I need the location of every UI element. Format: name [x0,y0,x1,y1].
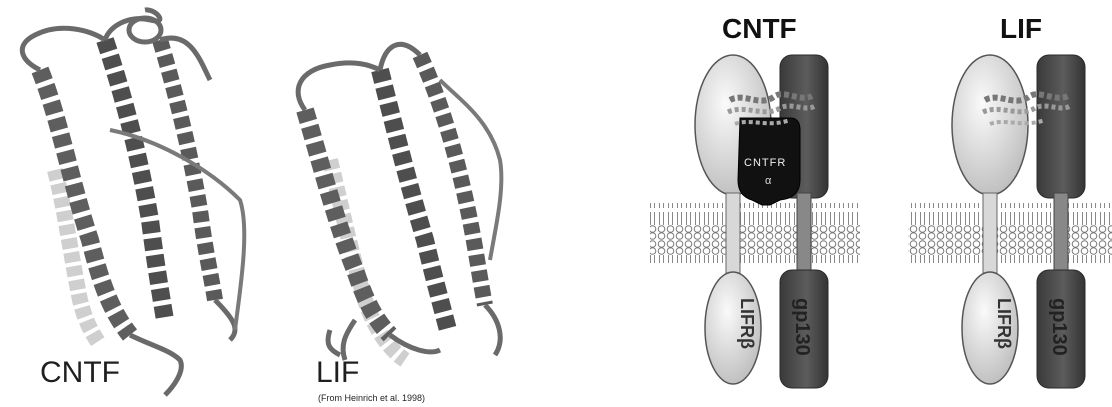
lif-lifr-label: LIFRβ [994,298,1014,349]
credit-caption: (From Heinrich et al. 1998) [318,393,425,403]
cntf-lifr-label: LIFRβ [737,298,757,349]
cntf-ribbon-structure [22,10,244,395]
lif-structure-label: LIF [316,356,359,389]
cntfr-label: CNTFR [744,157,786,169]
membrane-left [650,203,860,263]
cntf-complex-title: CNTF [722,13,797,44]
lif-complex-title: LIF [1000,13,1042,44]
lif-ribbon-structure [298,44,501,360]
lif-gp130-label: gp130 [1048,298,1070,356]
cntfr-alpha-label: α [765,175,772,187]
cntf-structure-label: CNTF [40,356,120,389]
membrane-right [908,203,1112,263]
cntf-gp130-label: gp130 [791,298,813,356]
